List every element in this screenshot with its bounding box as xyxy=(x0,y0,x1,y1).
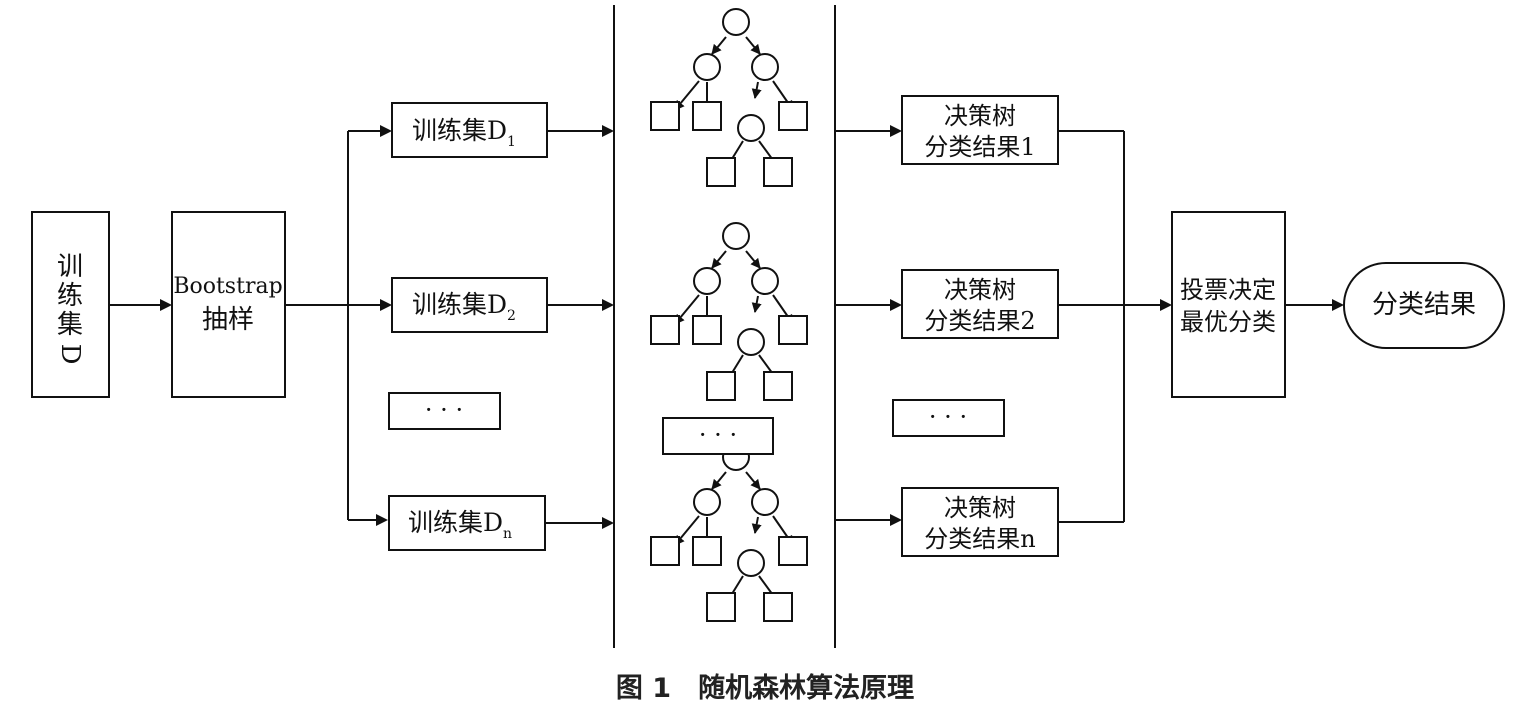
tree-leaf-node xyxy=(763,592,793,622)
tree-internal-node xyxy=(737,549,765,577)
final-result-box xyxy=(1343,262,1505,349)
tree-internal-node xyxy=(751,53,779,81)
training-set-d-box xyxy=(31,211,110,398)
tree-result-2-line1: 决策树 xyxy=(944,276,1016,304)
training-set-d-char: 集 xyxy=(57,310,83,340)
decision-tree-n xyxy=(650,443,808,622)
tree-leaf-node xyxy=(692,101,722,131)
vote-line1: 投票决定 xyxy=(1180,276,1276,304)
training-subset-n-box xyxy=(388,495,546,551)
training-subset-2-box xyxy=(391,277,548,333)
bootstrap-label: Bootstrap xyxy=(173,274,282,299)
tree-internal-node xyxy=(693,488,721,516)
tree-internal-node xyxy=(722,8,750,36)
tree-internal-node xyxy=(737,328,765,356)
tree-result-1-line2: 分类结果1 xyxy=(924,133,1035,161)
final-result-label: 分类结果 xyxy=(1372,290,1476,320)
subset-ellipsis: · · · xyxy=(425,396,463,424)
tree-edge xyxy=(751,81,762,99)
tree-leaf-node xyxy=(650,536,680,566)
figure-caption: 图 1 随机森林算法原理 xyxy=(616,672,914,704)
tree-leaf-node xyxy=(778,101,808,131)
decision-tree-1 xyxy=(650,8,808,187)
tree-edge xyxy=(711,250,727,269)
decision-tree-2 xyxy=(650,222,808,401)
tree-leaf-node xyxy=(706,157,736,187)
sampling-label: 抽样 xyxy=(202,305,254,335)
vote-box xyxy=(1171,211,1286,398)
tree-internal-node xyxy=(693,267,721,295)
tree-internal-node xyxy=(751,488,779,516)
tree-leaf-node xyxy=(706,371,736,401)
tree-internal-node xyxy=(751,267,779,295)
tree-edge xyxy=(751,516,762,534)
training-subset-2-label: 训练集D2 xyxy=(412,290,516,324)
tree-edge xyxy=(751,295,762,313)
subset-ellipsis-box xyxy=(388,392,501,430)
tree-leaf-node xyxy=(778,536,808,566)
training-set-d-char: 训 xyxy=(57,252,83,282)
training-set-d-char: 练 xyxy=(57,281,83,311)
training-subset-n-label: 训练集Dn xyxy=(408,508,512,542)
tree-result-1-line1: 决策树 xyxy=(944,102,1016,130)
tree-leaf-node xyxy=(778,315,808,345)
tree-edge xyxy=(745,36,761,55)
tree-leaf-node xyxy=(763,157,793,187)
result-ellipsis: · · · xyxy=(929,403,967,431)
bootstrap-box xyxy=(171,211,286,398)
tree-internal-node xyxy=(693,53,721,81)
tree-edge xyxy=(711,36,727,55)
training-set-d-char: D xyxy=(55,344,85,365)
tree-result-1-box xyxy=(901,95,1059,165)
tree-ellipsis-box xyxy=(662,417,774,455)
tree-leaf-node xyxy=(706,592,736,622)
training-subset-1-label: 训练集D1 xyxy=(412,116,516,150)
tree-leaf-node xyxy=(692,315,722,345)
vote-line2: 最优分类 xyxy=(1180,308,1276,336)
tree-leaf-node xyxy=(650,315,680,345)
tree-result-n-line2: 分类结果n xyxy=(924,525,1035,553)
tree-result-n-line1: 决策树 xyxy=(944,494,1016,522)
tree-leaf-node xyxy=(692,536,722,566)
tree-ellipsis: · · · xyxy=(699,421,737,449)
tree-internal-node xyxy=(722,222,750,250)
tree-edge xyxy=(745,250,761,269)
tree-result-2-line2: 分类结果2 xyxy=(924,307,1035,335)
result-ellipsis-box xyxy=(892,399,1005,437)
tree-internal-node xyxy=(737,114,765,142)
tree-leaf-node xyxy=(763,371,793,401)
tree-edge xyxy=(745,471,761,490)
tree-edge xyxy=(711,471,727,490)
tree-leaf-node xyxy=(650,101,680,131)
